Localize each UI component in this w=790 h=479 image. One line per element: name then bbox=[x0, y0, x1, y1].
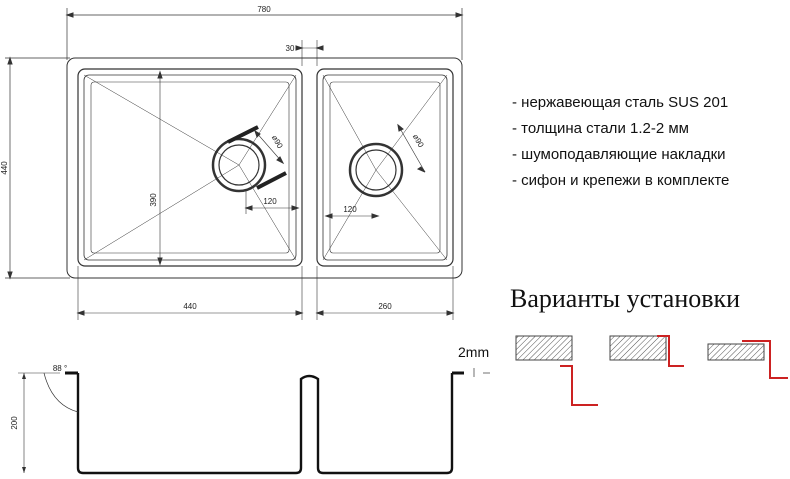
dim-side-height: 200 bbox=[10, 416, 19, 430]
feature-item: - шумоподавляющие накладки bbox=[512, 146, 726, 163]
feature-item: - нержавеющая сталь SUS 201 bbox=[512, 94, 729, 111]
dim-bowl-depth: 390 bbox=[149, 193, 158, 207]
install-option-topmount bbox=[707, 340, 788, 379]
top-view bbox=[5, 8, 464, 320]
dim-angle: 88 ° bbox=[53, 364, 67, 373]
dim-right-bowl-width: 260 bbox=[378, 302, 392, 311]
dim-overall-height: 440 bbox=[0, 161, 9, 175]
install-option-flush bbox=[609, 335, 684, 367]
dim-divider: 30 bbox=[286, 44, 295, 53]
feature-list: - нержавеющая сталь SUS 201 - толщина ст… bbox=[512, 92, 729, 196]
steel-thickness-label: 2mm bbox=[458, 344, 490, 360]
install-options-title: Варианты установки bbox=[510, 284, 741, 313]
dim-overall-width: 780 bbox=[257, 5, 271, 14]
dim-left-drain-offset: 120 bbox=[263, 197, 277, 206]
dim-left-drain-dia: ⌀90 bbox=[270, 134, 285, 151]
feature-item: - толщина стали 1.2-2 мм bbox=[512, 120, 689, 137]
dim-left-bowl-width: 440 bbox=[183, 302, 197, 311]
dim-right-drain-offset: 120 bbox=[343, 205, 357, 214]
dim-right-drain-dia: ⌀90 bbox=[411, 133, 426, 150]
install-option-undermount bbox=[515, 335, 598, 406]
side-view bbox=[18, 368, 490, 475]
feature-item: - сифон и крепежи в комплекте bbox=[512, 172, 730, 189]
